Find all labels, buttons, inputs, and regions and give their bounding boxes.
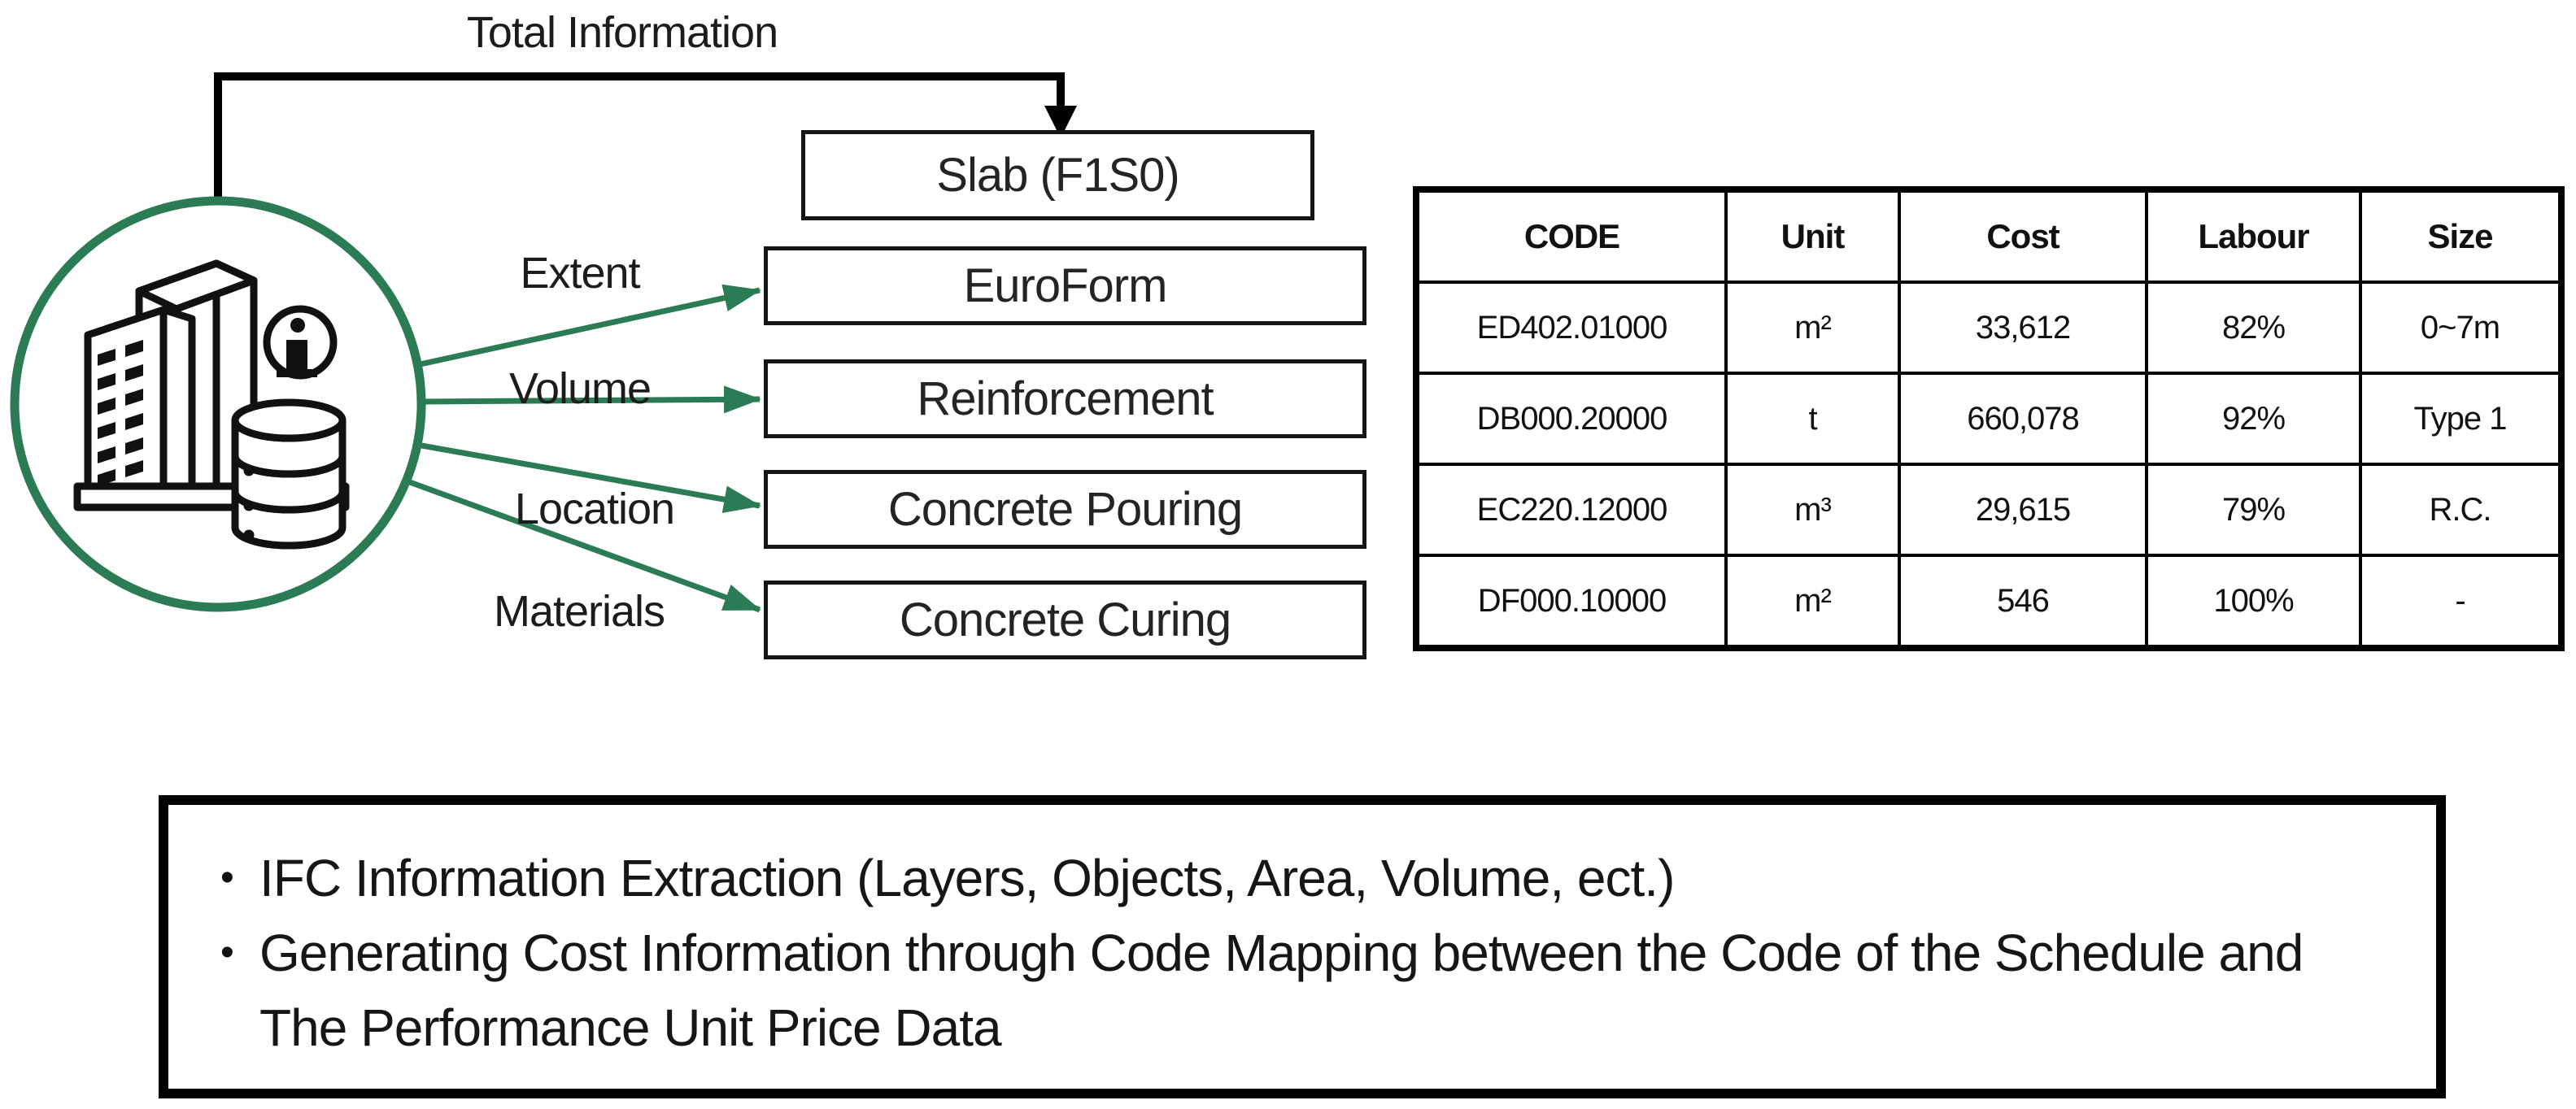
- node-concrete-curing-label: Concrete Curing: [899, 594, 1231, 646]
- node-slab-label: Slab (F1S0): [936, 149, 1179, 202]
- edge-label-volume: Volume: [508, 364, 652, 413]
- note-item: • Generating Cost Information through Co…: [209, 915, 2404, 1065]
- bullet-icon: •: [220, 931, 234, 974]
- table-row: EC220.12000 m³ 29,615 79% R.C.: [1414, 463, 2563, 557]
- summary-notes-box: • IFC Information Extraction (Layers, Ob…: [159, 795, 2446, 1098]
- cell-size: -: [2359, 554, 2563, 650]
- node-concrete-pouring-label: Concrete Pouring: [887, 483, 1243, 536]
- col-header-labour: Labour: [2145, 188, 2362, 284]
- node-euroform: EuroForm: [764, 246, 1366, 325]
- cell-size: 0~7m: [2359, 281, 2563, 375]
- info-icon: [263, 305, 338, 380]
- cell-unit: t: [1724, 372, 1901, 466]
- cell-labour: 92%: [2145, 372, 2362, 466]
- edge-label-location: Location: [514, 485, 675, 533]
- col-header-size: Size: [2359, 188, 2563, 284]
- col-header-unit: Unit: [1724, 188, 1901, 284]
- database-icon: [231, 398, 347, 550]
- cell-cost: 660,078: [1898, 372, 2148, 466]
- node-concrete-curing: Concrete Curing: [764, 581, 1366, 659]
- note-text: IFC Information Extraction (Layers, Obje…: [259, 849, 1675, 907]
- cell-unit: m²: [1724, 281, 1901, 375]
- cell-size: R.C.: [2359, 463, 2563, 557]
- cell-code: DB000.20000: [1414, 372, 1728, 466]
- total-information-arrowhead: [1044, 106, 1077, 138]
- cell-code: EC220.12000: [1414, 463, 1728, 557]
- node-reinforcement: Reinforcement: [764, 359, 1366, 438]
- table-row: DB000.20000 t 660,078 92% Type 1: [1414, 372, 2563, 466]
- unit-price-table: CODE Unit Cost Labour Size ED402.01000 m…: [1413, 186, 2565, 651]
- note-item: • IFC Information Extraction (Layers, Ob…: [209, 841, 2404, 915]
- node-reinforcement-label: Reinforcement: [917, 372, 1214, 425]
- building-windows: [98, 340, 143, 486]
- bullet-icon: •: [220, 856, 234, 899]
- cell-unit: m³: [1724, 463, 1901, 557]
- arrow-materials: [397, 475, 761, 613]
- cell-size: Type 1: [2359, 372, 2563, 466]
- edge-label-extent: Extent: [520, 249, 640, 298]
- table-header-row: CODE Unit Cost Labour Size: [1414, 188, 2563, 284]
- cell-code: ED402.01000: [1414, 281, 1728, 375]
- table-row: ED402.01000 m² 33,612 82% 0~7m: [1414, 281, 2563, 375]
- node-slab: Slab (F1S0): [801, 130, 1314, 220]
- cell-cost: 29,615: [1898, 463, 2148, 557]
- node-concrete-pouring: Concrete Pouring: [764, 470, 1366, 549]
- table-row: DF000.10000 m² 546 100% -: [1414, 554, 2563, 650]
- cell-unit: m²: [1724, 554, 1901, 650]
- edge-label-materials: Materials: [493, 587, 665, 636]
- cell-labour: 79%: [2145, 463, 2362, 557]
- attribute-arrows: [397, 284, 761, 613]
- cell-cost: 33,612: [1898, 281, 2148, 375]
- col-header-code: CODE: [1414, 188, 1728, 284]
- cell-labour: 82%: [2145, 281, 2362, 375]
- cell-cost: 546: [1898, 554, 2148, 650]
- total-information-label: Total Information: [466, 8, 778, 57]
- arrow-location: [412, 441, 761, 514]
- bim-source-icon: [10, 196, 426, 612]
- total-information-connector: [214, 72, 1065, 201]
- cell-labour: 100%: [2145, 554, 2362, 650]
- note-text: Generating Cost Information through Code…: [259, 924, 2304, 1057]
- cell-code: DF000.10000: [1414, 554, 1728, 650]
- col-header-cost: Cost: [1898, 188, 2148, 284]
- node-euroform-label: EuroForm: [963, 259, 1168, 312]
- arrow-extent: [416, 284, 761, 368]
- arrow-volume: [421, 385, 761, 414]
